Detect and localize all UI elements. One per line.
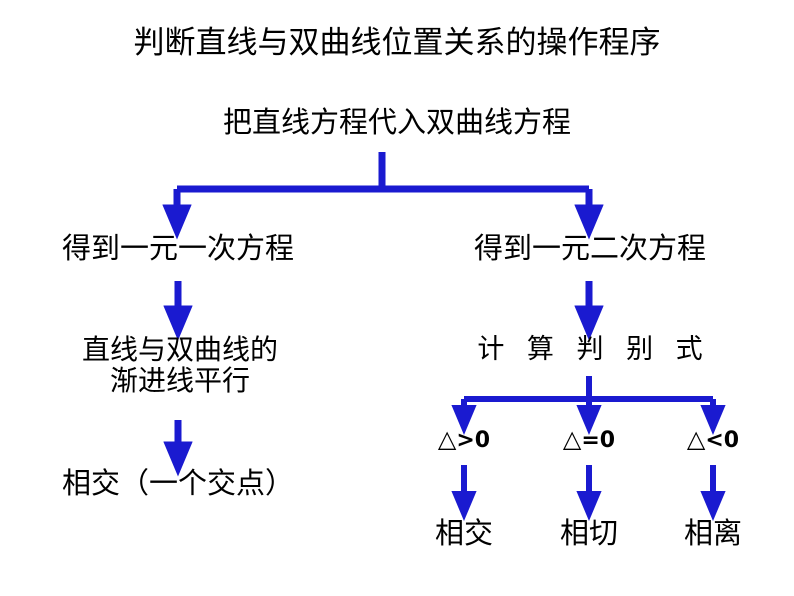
node-compute-discriminant: 计 算 判 别 式: [477, 334, 710, 365]
node-parallel-to-asymptote-line1: 直线与双曲线的: [81, 333, 278, 366]
node-root-substitute-equation: 把直线方程代入双曲线方程: [222, 105, 571, 139]
node-parallel-to-asymptote: 直线与双曲线的 渐进线平行: [10, 334, 350, 397]
node-linear-equation: 得到一元一次方程: [61, 231, 294, 265]
node-intersect-one-point: 相交（一个交点）: [61, 466, 294, 500]
page-title: 判断直线与双曲线位置关系的操作程序: [133, 25, 661, 61]
condition-relation-3: <0: [705, 428, 740, 453]
triangle-icon: △: [562, 425, 582, 453]
condition-delta-equals-zero: △=0: [529, 426, 649, 454]
condition-relation-1: >0: [456, 428, 491, 453]
condition-delta-less-zero: △<0: [653, 426, 773, 454]
triangle-icon: △: [437, 425, 457, 453]
result-intersect: 相交: [434, 516, 493, 550]
result-tangent: 相切: [559, 516, 618, 550]
node-parallel-to-asymptote-line2: 渐进线平行: [109, 364, 250, 398]
node-quadratic-equation: 得到一元二次方程: [473, 231, 706, 265]
condition-relation-2: =0: [581, 428, 616, 453]
condition-delta-greater-zero: △>0: [404, 426, 524, 454]
triangle-icon: △: [686, 425, 706, 453]
result-separate: 相离: [683, 516, 742, 550]
